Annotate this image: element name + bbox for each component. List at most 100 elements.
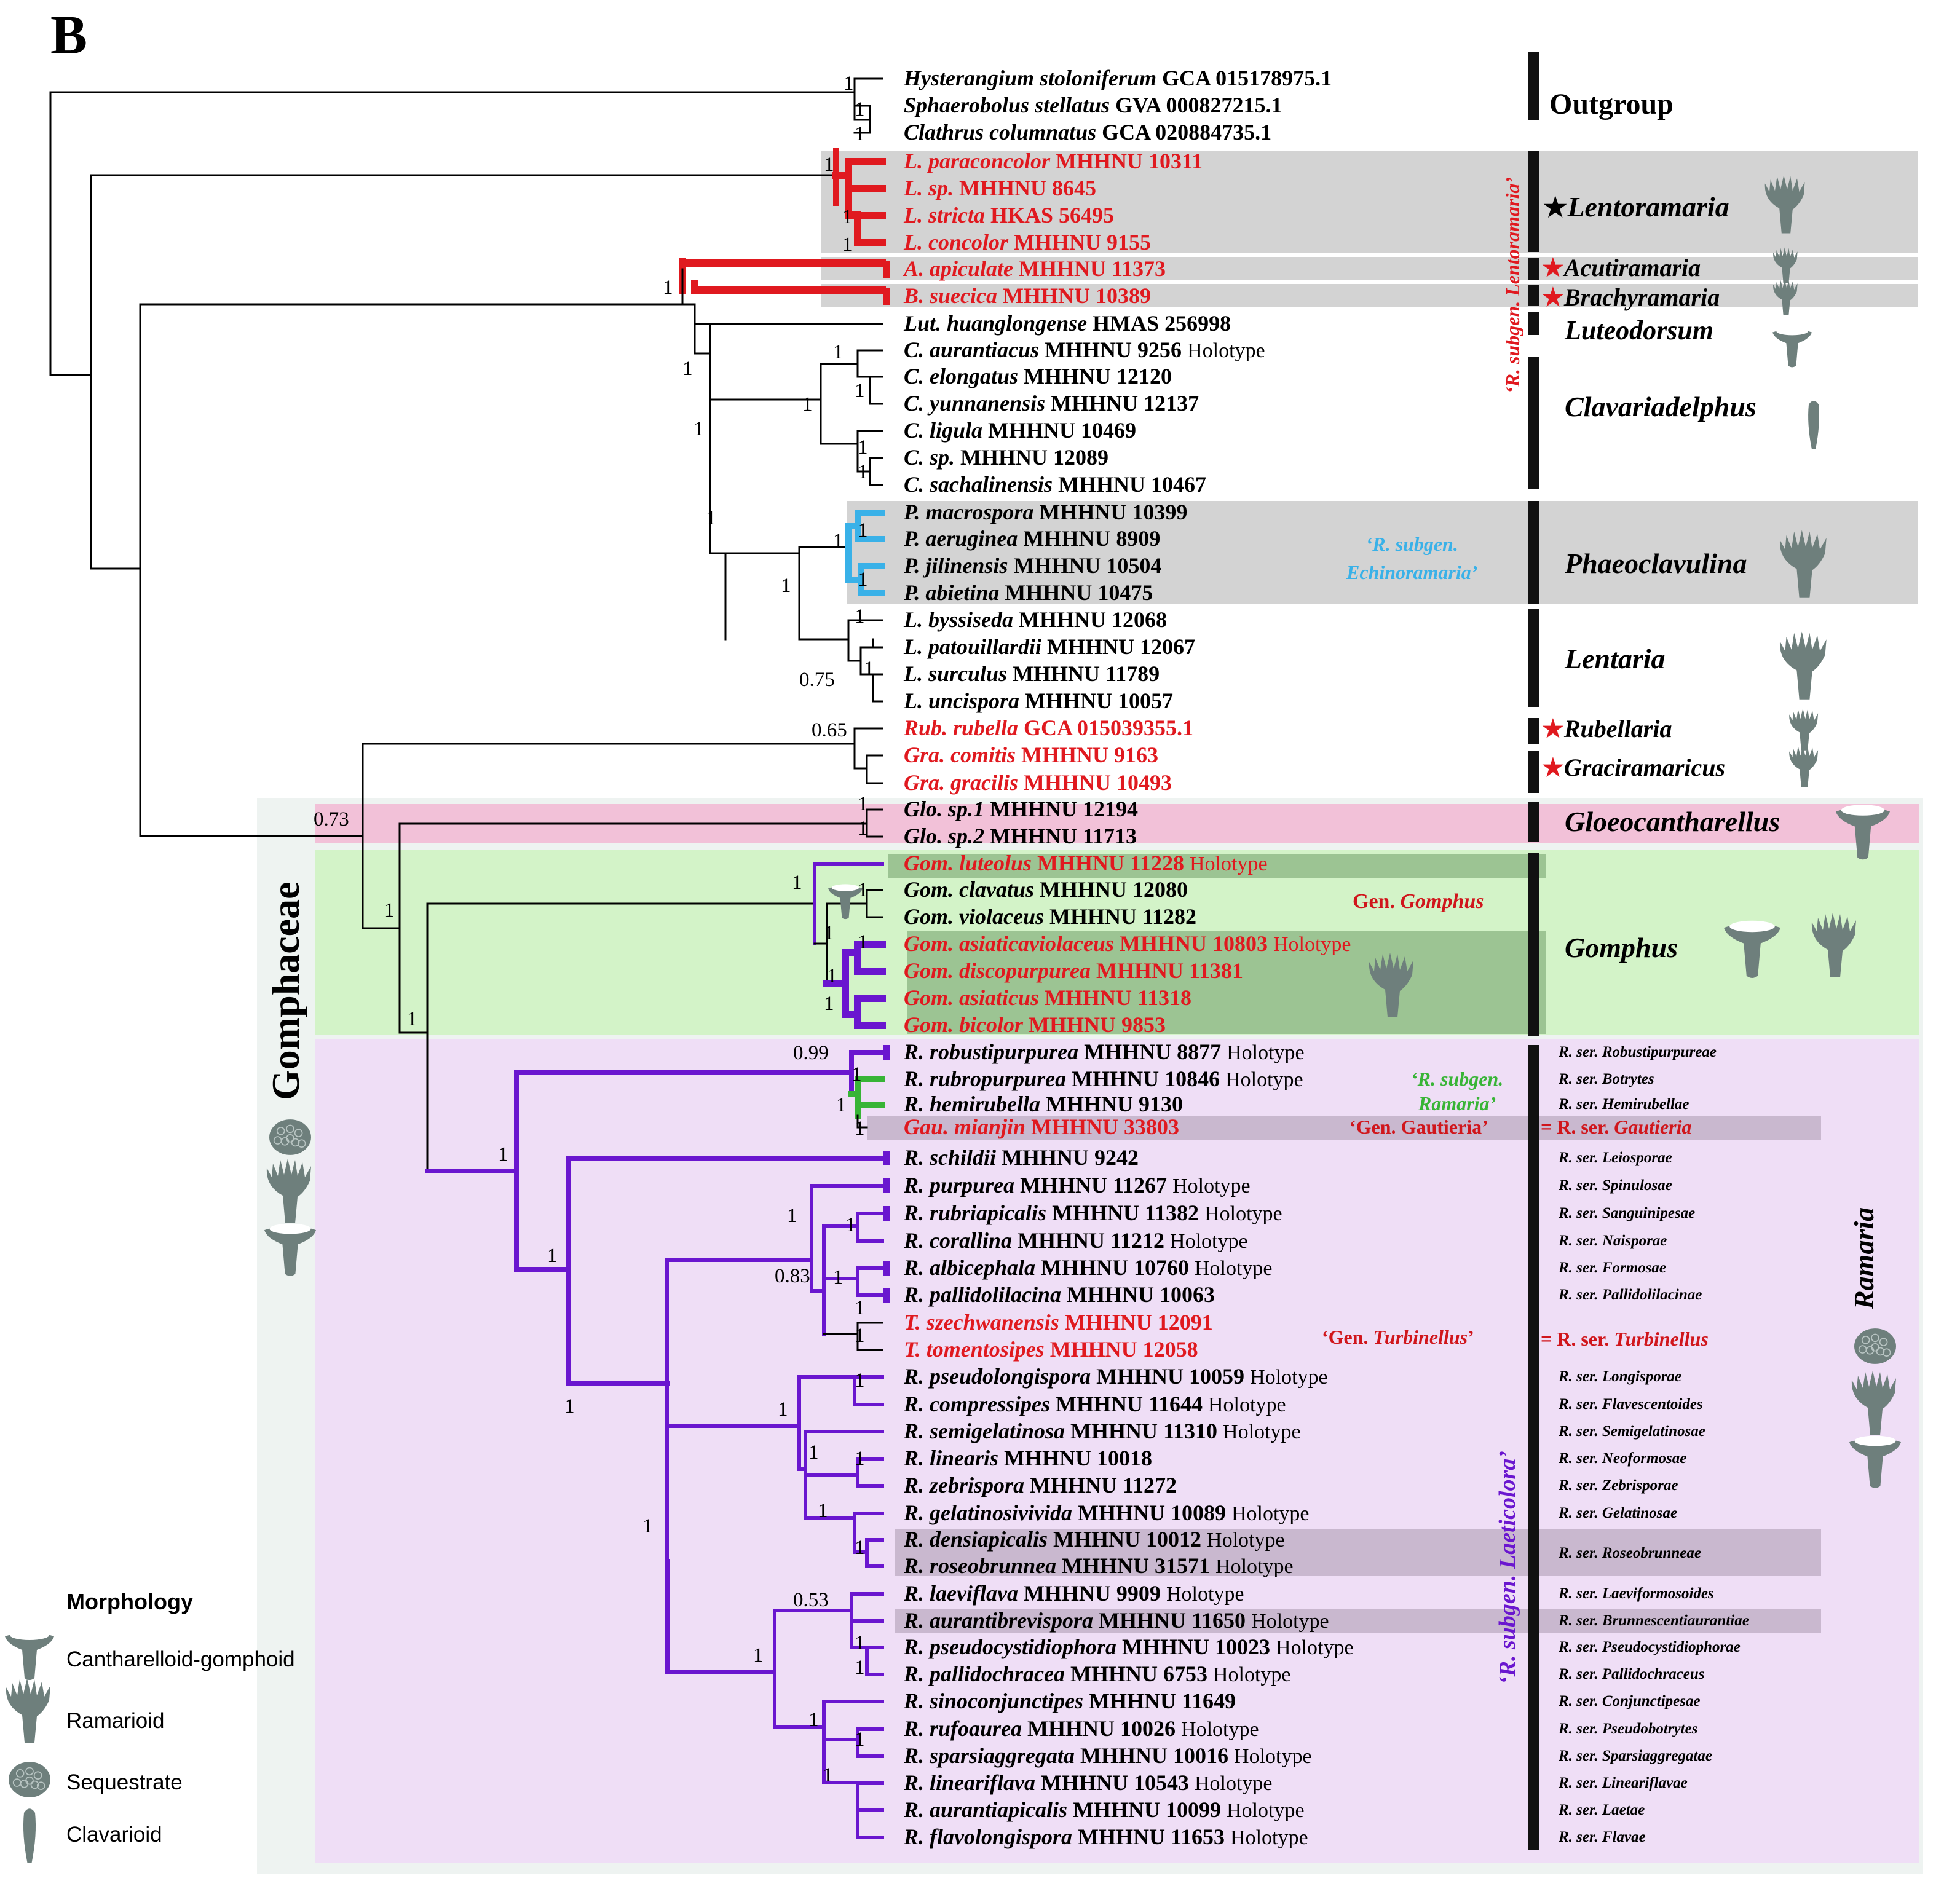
voucher-id: MHHNU 8909	[1023, 526, 1161, 551]
genus-bar	[1528, 501, 1539, 604]
taxon-name: R. albicephala	[904, 1255, 1035, 1280]
taxon-name: R. roseobrunnea	[904, 1553, 1057, 1578]
sequestrate-texture	[1879, 1338, 1888, 1346]
roseobrunneae-band	[895, 1529, 1821, 1576]
taxon-label: Gom. asiaticaviolaceus MHHNU 10803 Holot…	[904, 931, 1351, 956]
support-value: 1	[833, 530, 844, 552]
star-icon: ★	[1542, 283, 1564, 311]
voucher-id: MHHNU 9155	[1013, 230, 1151, 254]
sequestrate-texture	[1861, 1335, 1870, 1344]
taxon-name: C. elongatus	[904, 364, 1019, 388]
taxon-name: T. tomentosipes	[904, 1337, 1045, 1362]
voucher-id: MHHNU 12120	[1024, 364, 1172, 388]
voucher-id: MHHNU 10023	[1122, 1635, 1271, 1659]
taxon-name: R. densiapicalis	[904, 1527, 1048, 1552]
family-label: Gomphaceae	[264, 881, 307, 1101]
voucher-id: MHHNU 11382	[1052, 1201, 1199, 1225]
genus-bar	[1528, 312, 1539, 335]
support-value: 1	[787, 1205, 797, 1227]
club-shape	[23, 1808, 36, 1863]
branch	[804, 1512, 884, 1568]
series-label: R. ser. Brunnescentiaurantiae	[1559, 1612, 1749, 1629]
genus-gomphus: Gomphus	[1565, 932, 1678, 963]
branch	[773, 1592, 884, 1676]
funnel-rim	[269, 1223, 311, 1234]
branch	[798, 546, 850, 554]
taxon-label: Sphaerobolus stellatus GVA 000827215.1	[904, 92, 1282, 118]
taxon-label: R. rubropurpurea MHHNU 10846 Holotype	[904, 1066, 1303, 1092]
taxon-label: R. compressipes MHHNU 11644 Holotype	[904, 1391, 1286, 1417]
voucher-id: HKAS 56495	[990, 203, 1115, 227]
coral-shape	[6, 1678, 50, 1743]
series-label: R. ser. Pallidochraceus	[1559, 1666, 1705, 1682]
funnel-rim	[1729, 920, 1775, 933]
voucher-id: MHHNU 10469	[988, 418, 1137, 443]
legend-title: Morphology	[66, 1589, 193, 1614]
ramarioid-icon	[1851, 1371, 1896, 1435]
taxon-label: Gom. luteolus MHHNU 11228 Holotype	[904, 850, 1268, 876]
taxon-name: Glo. sp.2	[904, 824, 985, 848]
taxon-name: Gom. clavatus	[904, 877, 1034, 902]
legend-clavarioid-icon	[23, 1808, 36, 1863]
eq-turbinellus: = R. ser. Turbinellus	[1541, 1328, 1709, 1350]
ramaria-bg	[315, 1039, 1919, 1863]
taxon-name: R. zebrispora	[904, 1473, 1025, 1497]
branch	[845, 510, 885, 596]
taxon-label: P. macrospora MHHNU 10399	[904, 499, 1187, 525]
support-value: 1	[682, 358, 693, 380]
voucher-id: MHHNU 10018	[1004, 1446, 1153, 1470]
voucher-id: MHHNU 11282	[1049, 904, 1196, 929]
taxon-name: Sphaerobolus stellatus	[904, 93, 1110, 117]
voucher-id: MHHNU 11650	[1099, 1608, 1246, 1633]
support-value: 1	[858, 818, 868, 840]
sequestrate-texture	[1871, 1333, 1879, 1343]
taxon-name: R. compressipes	[904, 1392, 1050, 1416]
coral-shape	[1851, 1371, 1896, 1435]
taxon-label: R. aurantiapicalis MHHNU 10099 Holotype	[904, 1797, 1305, 1823]
genus-rubellaria: ★Rubellaria	[1542, 715, 1672, 743]
holotype-tag: Holotype	[1276, 1636, 1354, 1659]
genus-bar	[1528, 609, 1539, 707]
voucher-id: MHHNU 12091	[1064, 1310, 1213, 1335]
holotype-tag: Holotype	[1190, 853, 1268, 875]
branch	[853, 77, 871, 121]
branch	[49, 91, 856, 376]
genus-lentoramaria: ★Lentoramaria	[1543, 191, 1729, 223]
support-value: 1	[852, 1063, 862, 1086]
funnel-shape	[264, 1225, 316, 1276]
cantharelloid-icon	[1724, 920, 1780, 978]
taxon-name: R. pallidolilacina	[904, 1282, 1062, 1307]
support-value: 1	[855, 1325, 865, 1347]
sequestrate-texture	[1882, 1348, 1891, 1357]
support-value: 1	[778, 1398, 788, 1421]
holotype-tag: Holotype	[1223, 1421, 1301, 1443]
sequestrate-texture	[33, 1771, 42, 1780]
branch	[425, 1050, 885, 1272]
funnel-rim	[831, 884, 859, 891]
taxon-label: R. flavolongispora MHHNU 11653 Holotype	[904, 1824, 1308, 1850]
voucher-id: GCA 015039355.1	[1024, 716, 1194, 740]
voucher-id: MHHNU 12058	[1049, 1337, 1198, 1362]
taxon-name: R. flavolongispora	[904, 1824, 1073, 1849]
support-value: 1	[858, 461, 868, 483]
taxon-name: A. apiculate	[904, 256, 1013, 281]
ramarioid-icon	[1773, 279, 1798, 315]
taxon-label: C. sachalinensis MHHNU 10467	[904, 471, 1206, 497]
voucher-id: MHHNU 31571	[1062, 1553, 1211, 1578]
voucher-id: MHHNU 10493	[1024, 770, 1172, 795]
taxon-name: R. lineariflava	[904, 1770, 1035, 1795]
brachyramaria-band	[821, 284, 1918, 307]
taxon-name: R. hemirubella	[904, 1092, 1041, 1116]
ramarioid-icon	[1779, 530, 1827, 598]
funnel-shape	[1836, 806, 1890, 860]
voucher-id: MHHNU 33803	[1031, 1114, 1180, 1139]
voucher-id: MHHNU 10399	[1039, 500, 1188, 524]
support-value: 0.73	[314, 808, 349, 830]
taxon-label: R. pseudolongispora MHHNU 10059 Holotype	[904, 1363, 1328, 1389]
coral-shape	[1773, 279, 1798, 315]
support-value: 1	[855, 1297, 865, 1319]
support-value: 1	[663, 277, 673, 299]
taxon-label: Gra. gracilis MHHNU 10493	[904, 770, 1172, 795]
taxon-name: C. yunnanensis	[904, 391, 1046, 416]
voucher-id: MHHNU 10543	[1041, 1770, 1189, 1795]
